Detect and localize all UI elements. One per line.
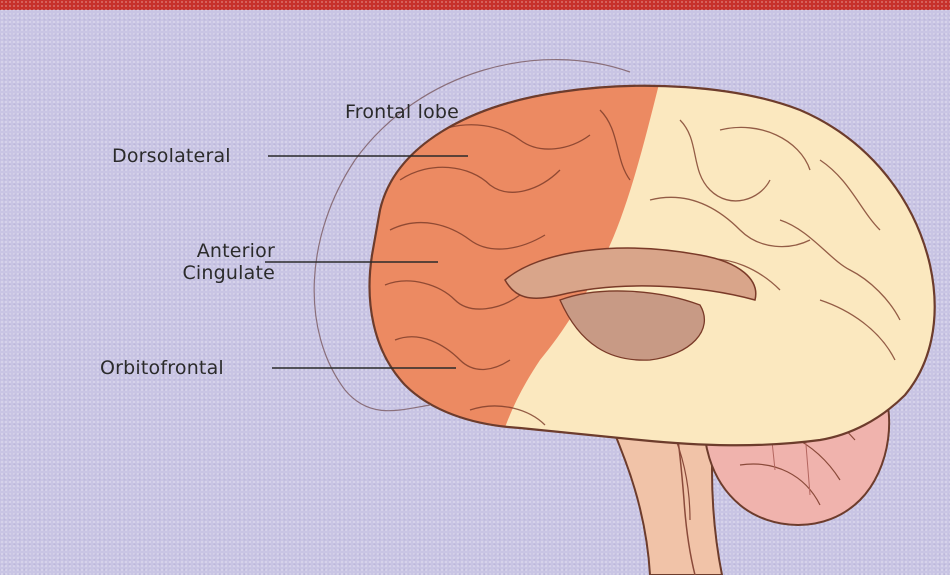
- anterior-label-line2: Cingulate: [155, 262, 275, 284]
- orbitofrontal-label: Orbitofrontal: [100, 357, 224, 379]
- anterior-cingulate-label: Anterior Cingulate: [155, 240, 275, 284]
- frontal-lobe-label: Frontal lobe: [345, 101, 459, 123]
- dorsolateral-label: Dorsolateral: [112, 145, 231, 167]
- anterior-label-line1: Anterior: [155, 240, 275, 262]
